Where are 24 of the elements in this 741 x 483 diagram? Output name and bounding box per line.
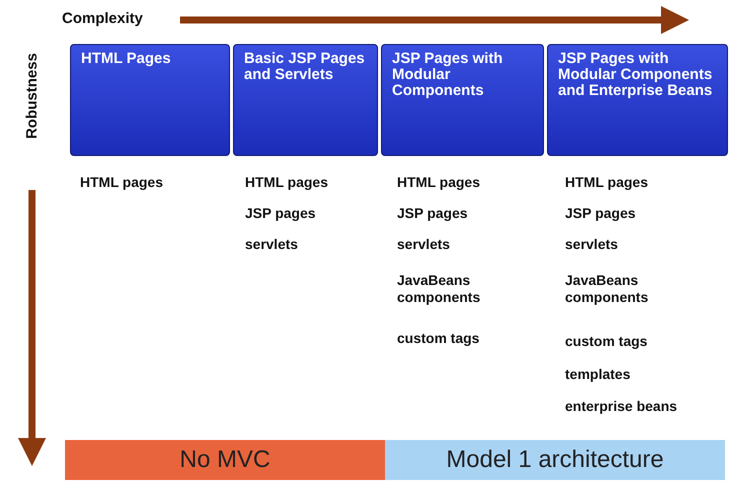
list-item: templates — [565, 366, 630, 383]
axis-title: Complexity — [62, 10, 143, 27]
list-item: JSP pages — [245, 205, 316, 222]
list-item: JSP pages — [565, 205, 636, 222]
list-item: servlets — [565, 236, 618, 253]
list-item: HTML pages — [565, 174, 648, 191]
list-item: servlets — [245, 236, 298, 253]
list-item: custom tags — [565, 333, 648, 350]
column-header: HTML Pages — [70, 44, 230, 156]
list-item: HTML pages — [80, 174, 163, 191]
column-header: JSP Pages with Modular Components — [381, 44, 544, 156]
category-band: No MVC — [65, 440, 385, 480]
axis-title: Robustness — [24, 53, 40, 139]
list-item: JavaBeans components — [397, 272, 482, 306]
list-item: servlets — [397, 236, 450, 253]
list-item: custom tags — [397, 330, 480, 347]
column-header: Basic JSP Pages and Servlets — [233, 44, 378, 156]
column-header: JSP Pages with Modular Components and Enterprise Beans — [547, 44, 728, 156]
category-band: Model 1 architecture — [385, 440, 725, 480]
list-item: JSP pages — [397, 205, 468, 222]
list-item: JavaBeans components — [565, 272, 650, 306]
list-item: HTML pages — [245, 174, 328, 191]
list-item: HTML pages — [397, 174, 480, 191]
list-item: enterprise beans — [565, 398, 678, 415]
